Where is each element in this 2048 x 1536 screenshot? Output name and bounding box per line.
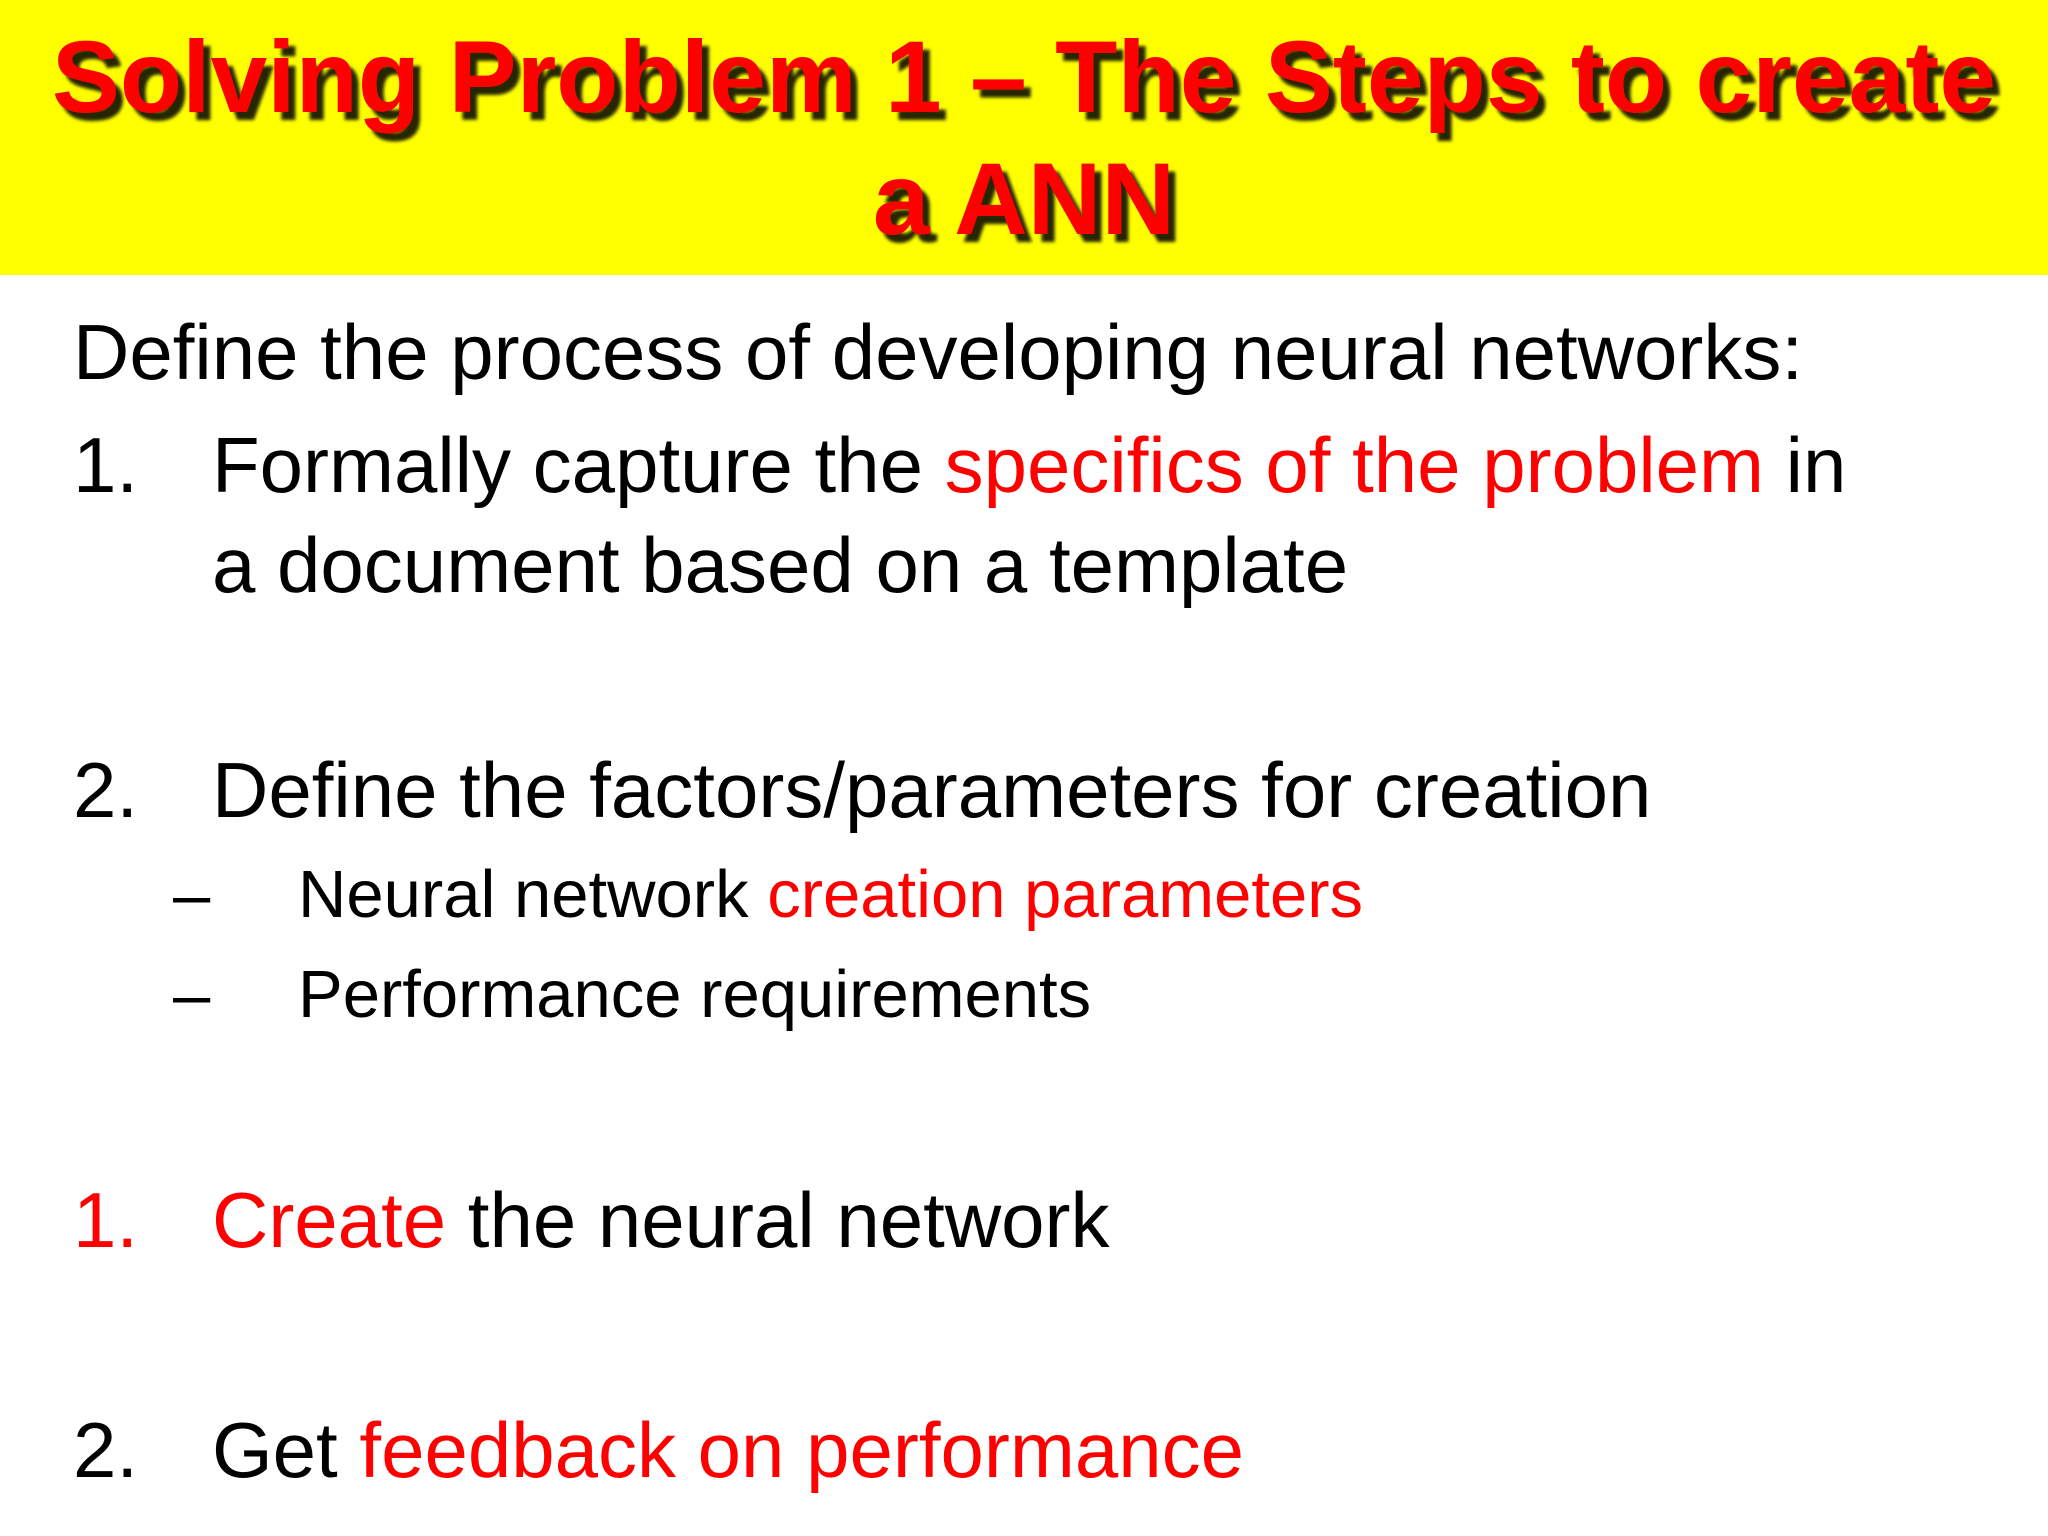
text-segment: a document based on a template [212,521,1349,609]
sub-item-1: – Neural network creation parameters [173,845,1898,945]
item-2-text: Define the factors/parameters for creati… [212,740,1912,840]
text-segment: Neural network [298,857,768,932]
sub-item-1-dash: – [173,857,211,932]
item-2-marker: 2. [73,746,139,834]
item-1-marker: 1. [73,421,139,509]
numbered-item-4: 2. Get feedback on performance [73,1400,1912,1500]
text-segment: creation parameters [767,857,1364,932]
text-segment: Formally capture the [212,421,945,509]
text-segment: Create [212,1176,447,1264]
text-segment: specifics of the problem [944,421,1765,509]
text-segment: the neural network [446,1176,1110,1264]
text-segment: in [1764,421,1847,509]
item-4-text: Get feedback on performance [212,1400,1912,1500]
numbered-item-2: 2. Define the factors/parameters for cre… [73,740,1912,840]
numbered-item-3: 1. Create the neural network [73,1170,1912,1270]
slide-title-line2: a ANN [872,142,1176,256]
item-1-text: Formally capture the specifics of the pr… [212,415,1912,615]
item-3-text: Create the neural network [212,1170,1912,1270]
text-segment: Performance requirements [298,957,1092,1032]
text-segment: feedback on performance [359,1406,1244,1494]
text-segment: Get [212,1406,360,1494]
sub-item-2-dash: – [173,957,211,1032]
item-4-marker: 2. [73,1406,139,1494]
sub-item-2: – Performance requirements [173,945,1898,1045]
intro-text: Define the process of developing neural … [73,308,1804,396]
text-segment: Define the factors/parameters for creati… [212,746,1652,834]
numbered-item-1: 1. Formally capture the specifics of the… [73,415,1912,615]
sub-item-1-text: Neural network creation parameters [298,845,1898,945]
slide-body: Define the process of developing neural … [0,275,2048,1536]
slide-title-banner: Solving Problem 1 – The Steps to create … [0,0,2048,275]
slide-title-line1: Solving Problem 1 – The Steps to create [51,20,1997,134]
item-3-marker: 1. [73,1176,139,1264]
sub-item-2-text: Performance requirements [298,945,1898,1045]
